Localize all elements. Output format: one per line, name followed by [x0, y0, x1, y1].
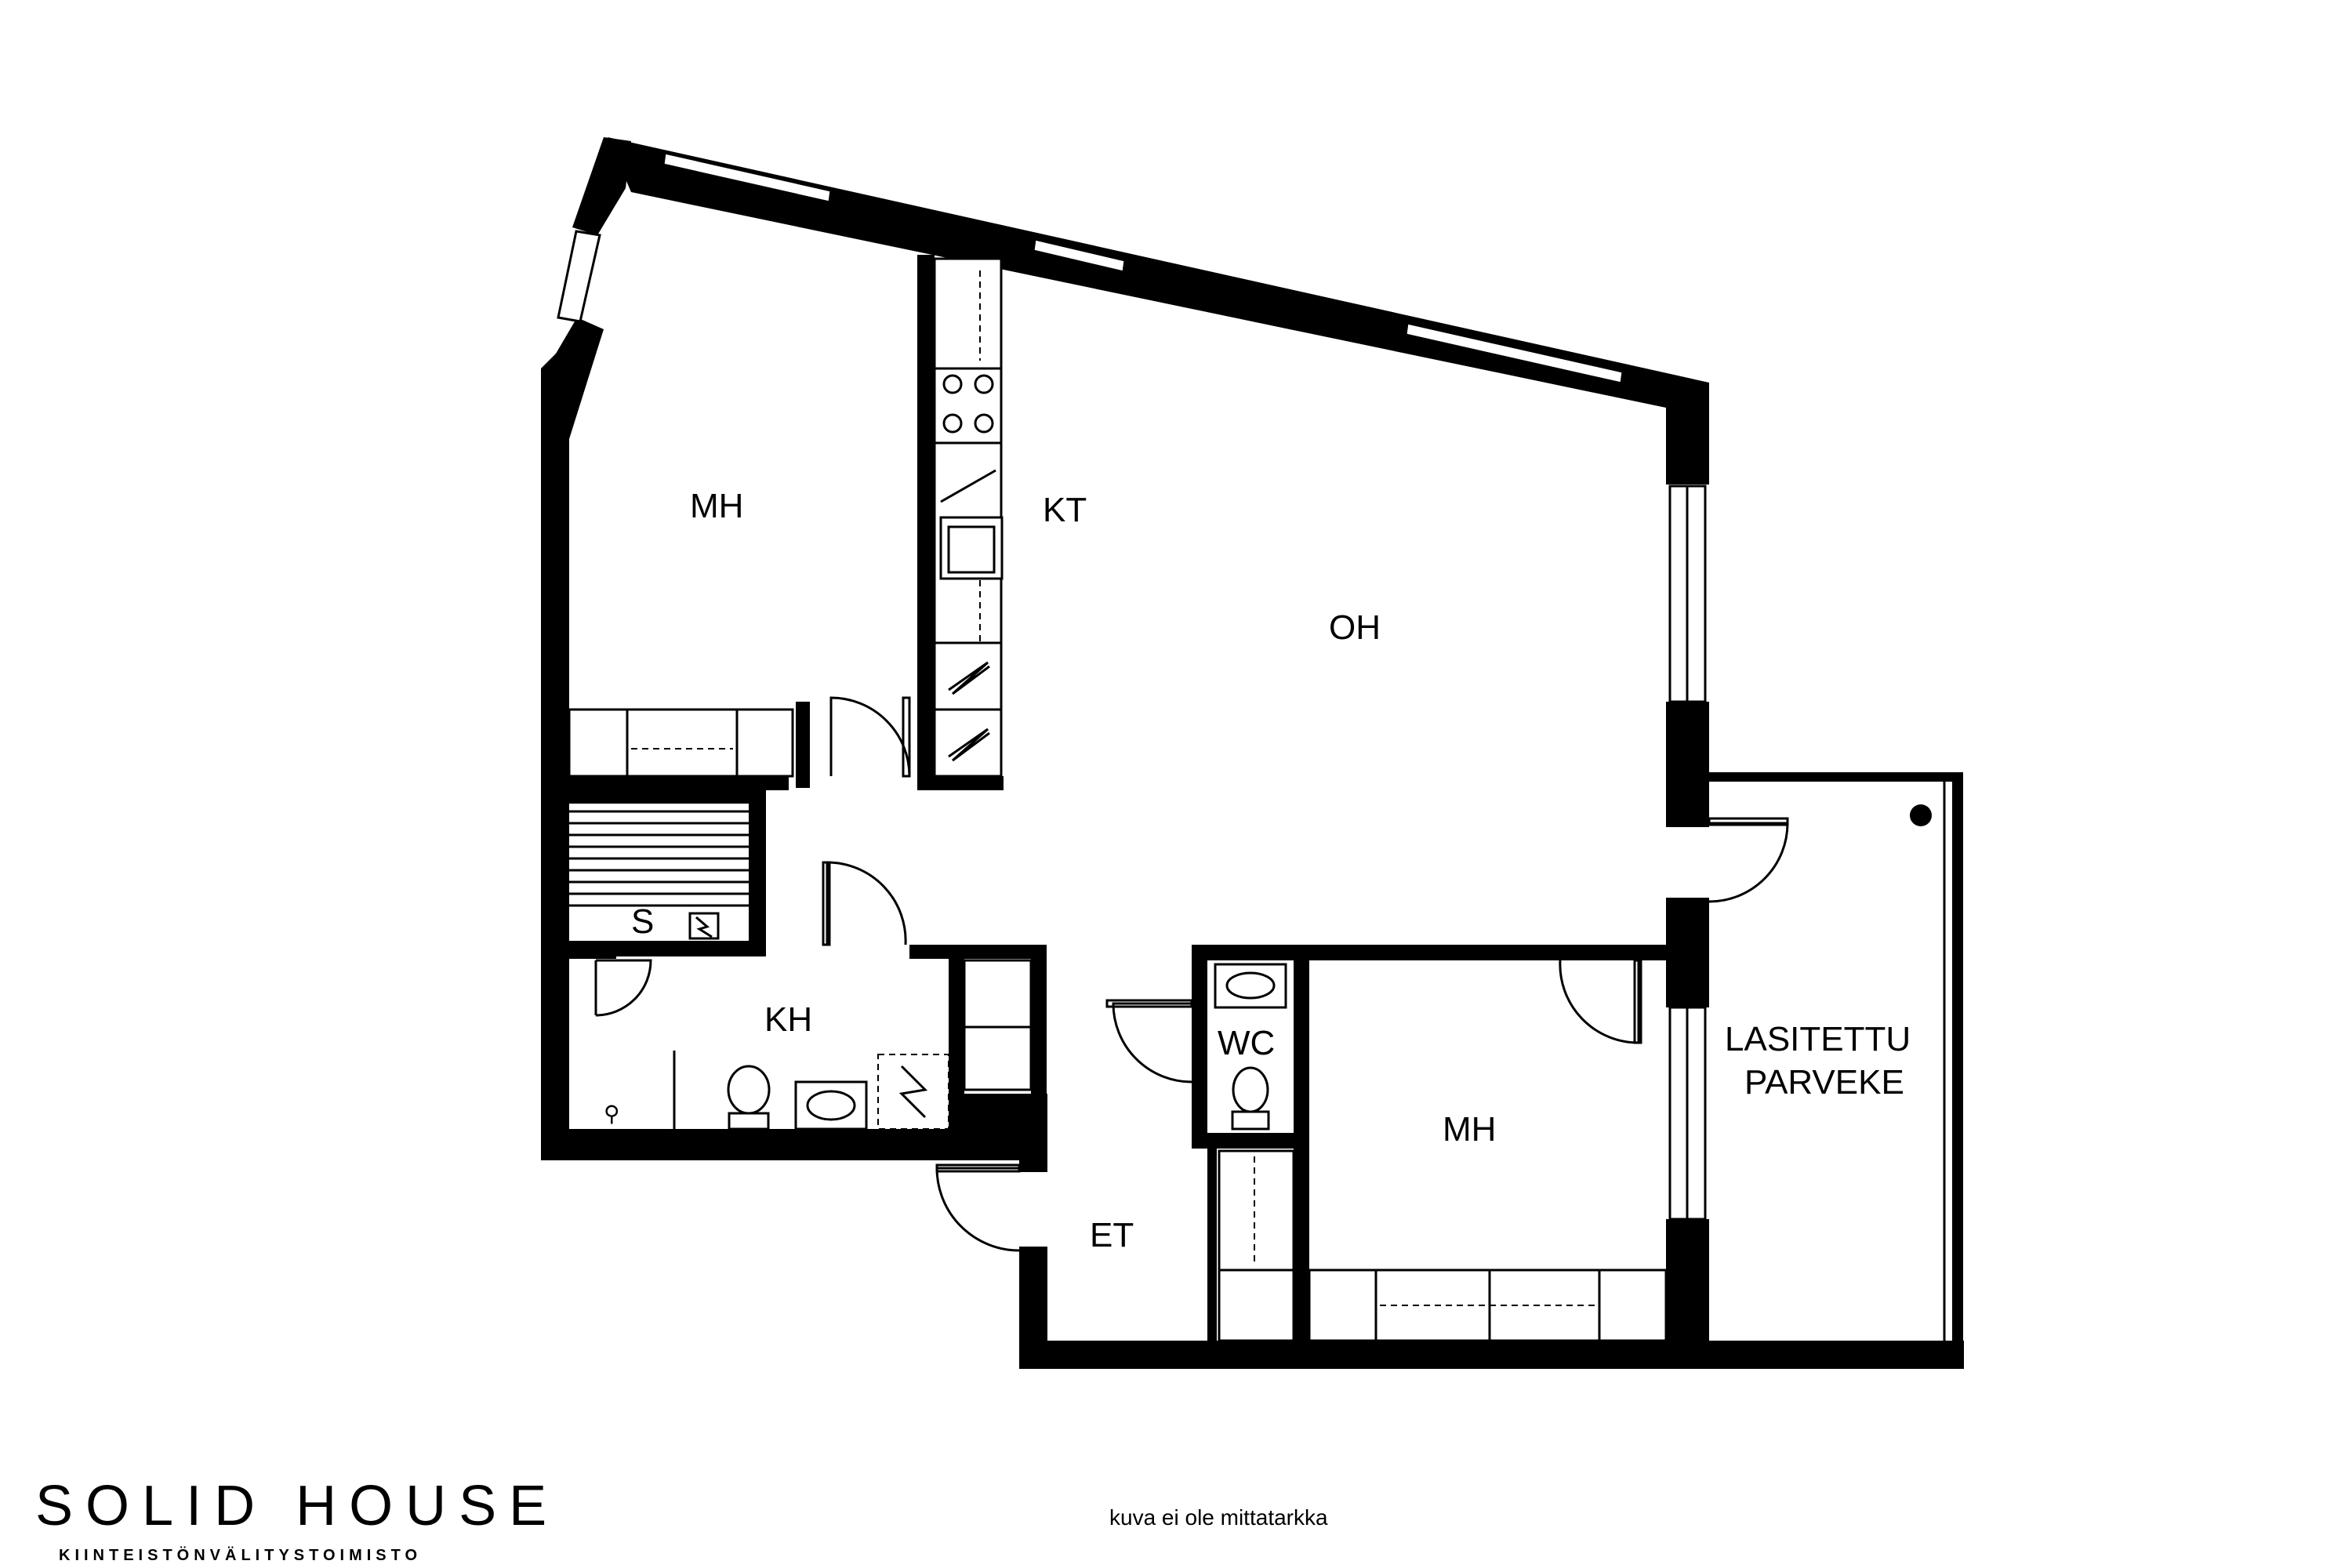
room-label-s: S	[631, 902, 654, 941]
sauna-bench	[569, 810, 749, 940]
room-label-et: ET	[1090, 1216, 1134, 1254]
room-label-balcony-line2: PARVEKE	[1744, 1063, 1904, 1102]
outer-walls	[541, 137, 1964, 1369]
closet-mh-left	[568, 708, 794, 778]
scale-note: kuva ei ole mittatarkka	[1109, 1505, 1328, 1530]
room-label-kt: KT	[1043, 491, 1087, 529]
room-label-balcony-line1: LASITETTU	[1725, 1020, 1911, 1058]
doors	[594, 696, 1789, 1252]
room-labels: MH KT OH S KH WC MH ET LASITETTU PARVEKE	[631, 487, 1911, 1254]
room-label-wc: WC	[1218, 1024, 1275, 1062]
room-label-kh: KH	[764, 1000, 812, 1039]
wc-fixtures	[1214, 963, 1287, 1131]
interior-walls	[569, 255, 1670, 1352]
brand-logo: SOLID HOUSE KIINTEISTÖNVÄLITYSTOIMISTO	[35, 1475, 559, 1564]
balcony-glazing	[1910, 782, 1946, 1341]
room-label-oh: OH	[1329, 608, 1381, 647]
brand-name: SOLID HOUSE	[35, 1475, 559, 1537]
bathroom-fixtures: ⚲	[604, 959, 1033, 1131]
closet-mh-right	[1308, 1269, 1668, 1342]
closet-hallway	[1218, 1149, 1295, 1342]
brand-tagline: KIINTEISTÖNVÄLITYSTOIMISTO	[59, 1546, 422, 1564]
windows	[557, 151, 1707, 1221]
room-label-mh-right: MH	[1443, 1110, 1496, 1149]
svg-text:⚲: ⚲	[604, 1102, 620, 1126]
room-label-mh-left: MH	[690, 487, 743, 525]
kitchen-counter	[933, 257, 1004, 778]
